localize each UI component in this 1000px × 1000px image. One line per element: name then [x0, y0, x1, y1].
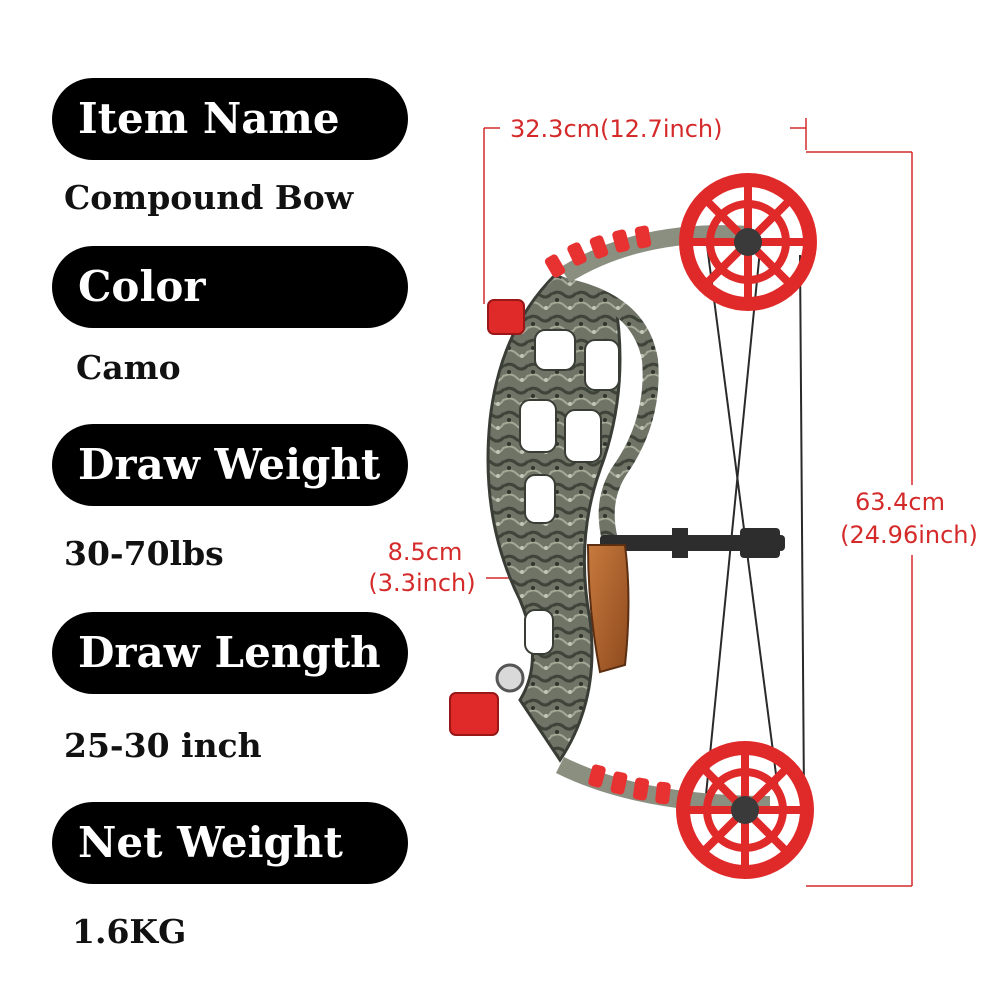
bow-riser	[486, 273, 659, 763]
spec-value-draw-length: 25-30 inch	[64, 726, 262, 765]
dimension-height-cm-label: 63.4cm	[854, 488, 945, 516]
spec-value-net-weight: 1.6KG	[72, 912, 187, 951]
spec-label-item-name: Item Name	[52, 78, 408, 160]
spec-label-draw-weight: Draw Weight	[52, 424, 408, 506]
dimension-depth-cm-label: 8.5cm	[387, 538, 463, 566]
cable-guard	[600, 528, 785, 558]
dimension-height-in-label: (24.96inch)	[840, 521, 978, 549]
dimension-depth-in-label: (3.3inch)	[368, 569, 476, 597]
wooden-grip	[586, 544, 630, 674]
spec-label-color: Color	[52, 246, 408, 328]
dimension-width-label: 32.3cm(12.7inch)	[510, 115, 723, 143]
dimension-lines	[483, 118, 913, 887]
spec-value-draw-weight: 30-70lbs	[64, 534, 224, 573]
bottom-cam	[676, 741, 814, 879]
spec-value-item-name: Compound Bow	[64, 178, 354, 217]
limb-dampers	[544, 225, 671, 805]
spec-label-net-weight: Net Weight	[52, 802, 408, 884]
spec-value-color: Camo	[76, 348, 181, 387]
top-cam	[679, 173, 817, 311]
bow-strings	[704, 229, 805, 806]
spec-label-draw-length: Draw Length	[52, 612, 408, 694]
